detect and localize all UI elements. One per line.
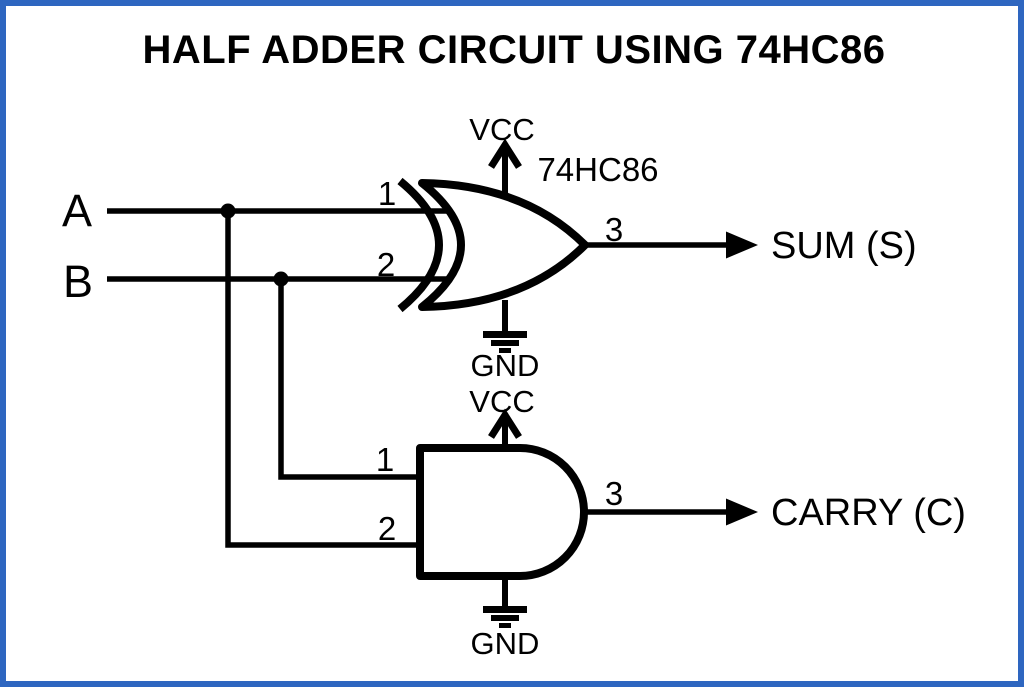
- and-vcc-arrow-icon: [488, 408, 522, 439]
- input-b-label: B: [63, 256, 93, 307]
- xor-pin2-label: 2: [377, 246, 395, 283]
- and-pin3-label: 3: [605, 475, 623, 512]
- wires: [107, 203, 452, 548]
- carry-arrow-icon: [726, 498, 758, 526]
- xor-chip-label: 74HC86: [537, 151, 658, 188]
- sum-arrow-icon: [726, 231, 758, 259]
- and-ground-symbol-icon: [483, 572, 527, 628]
- wire-branch-a-to-and-pin2: [225, 211, 422, 548]
- page-title: HALF ADDER CIRCUIT USING 74HC86: [143, 28, 886, 72]
- junction-dot-a: [220, 203, 236, 219]
- sum-output-label: SUM (S): [771, 225, 917, 267]
- and-vcc-label: VCC: [469, 384, 534, 419]
- and-gnd-label: GND: [471, 626, 540, 661]
- xor-gate-symbol: [418, 179, 589, 311]
- and-pin1-label: 1: [376, 441, 394, 478]
- sum-output: SUM (S): [584, 225, 917, 267]
- xor-pin1-label: 1: [378, 175, 396, 212]
- and-pin2-label: 2: [378, 510, 396, 547]
- xor-gate: VCC 74HC86 GND 1 2 3: [377, 112, 659, 383]
- xor-pin3-label: 3: [605, 211, 623, 248]
- carry-output: CARRY (C): [584, 492, 966, 534]
- and-gate: VCC GND 1 2 3: [376, 384, 623, 661]
- xor-vcc-label: VCC: [469, 112, 534, 147]
- wire-branch-b-to-and-pin1: [278, 279, 422, 480]
- and-gate-symbol: [416, 444, 588, 580]
- junction-dot-b: [273, 271, 289, 287]
- xor-gnd-label: GND: [471, 348, 540, 383]
- carry-output-label: CARRY (C): [771, 492, 966, 534]
- xor-gate-input-arc: [397, 177, 443, 313]
- input-a-label: A: [62, 185, 92, 236]
- xor-vcc-arrow-icon: [488, 138, 522, 169]
- xor-ground-symbol-icon: [483, 300, 527, 353]
